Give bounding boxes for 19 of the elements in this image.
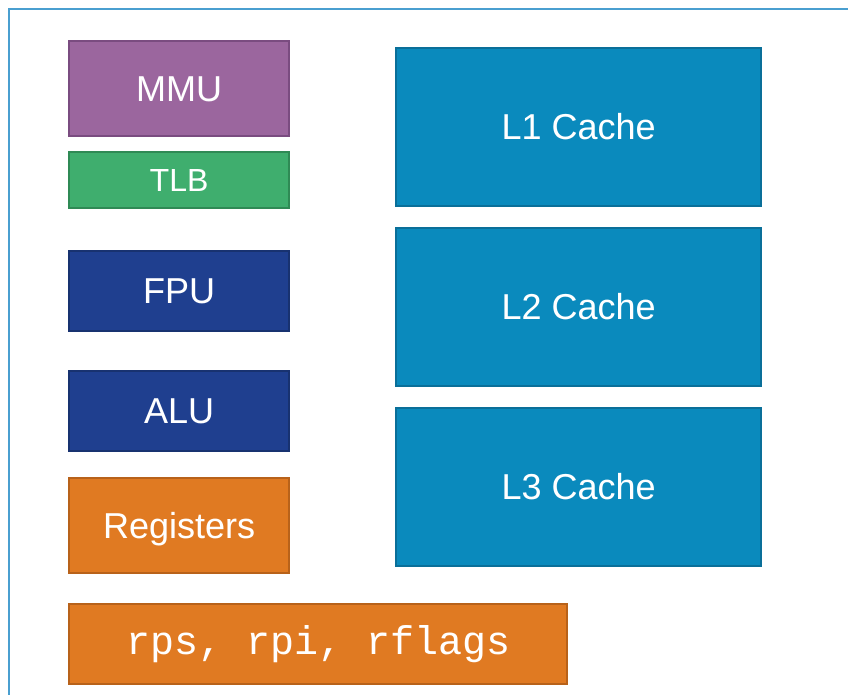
cache-block [395, 227, 762, 387]
block-label: L1 Cache [501, 106, 656, 148]
block-label: rps, rpi, rflags [126, 622, 510, 666]
unit-block [68, 40, 290, 137]
block-label: MMU [136, 68, 222, 110]
block-label: ALU [144, 390, 214, 432]
block-label: TLB [150, 162, 208, 198]
unit-block [68, 250, 290, 332]
block-label: L2 Cache [501, 286, 656, 328]
block-label: FPU [143, 270, 215, 312]
block-label: Registers [102, 504, 256, 546]
register-block [68, 603, 568, 685]
cache-block [395, 47, 762, 207]
cache-block [395, 407, 762, 567]
frame-panel [8, 8, 848, 695]
register-block [68, 477, 290, 574]
unit-block [68, 370, 290, 452]
unit-block [68, 151, 290, 209]
block-label: L3 Cache [501, 466, 656, 508]
